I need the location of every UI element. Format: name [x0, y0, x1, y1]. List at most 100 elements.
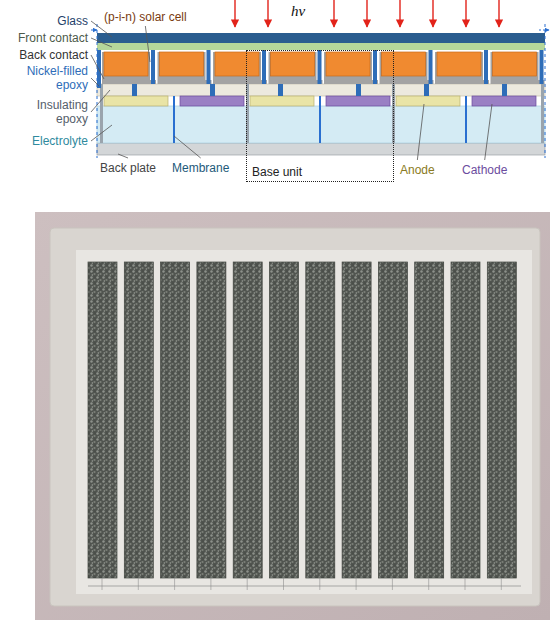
- light-arrow: [465, 0, 466, 27]
- wire: [210, 578, 211, 590]
- wire: [356, 578, 357, 590]
- leader-line: [417, 104, 424, 160]
- device-photo: [35, 212, 550, 620]
- back-contact: [213, 52, 261, 80]
- back-contact: [324, 52, 372, 80]
- leader-line: [485, 104, 492, 160]
- electrode-strip: [161, 262, 190, 578]
- part-label: (p-i-n) solar cell: [104, 10, 187, 24]
- anode: [250, 96, 314, 106]
- electrode-strip: [451, 262, 480, 578]
- back-contact: [269, 52, 317, 80]
- period-line: [545, 24, 546, 158]
- glass: [97, 33, 545, 43]
- electrode-strip: [306, 262, 335, 578]
- box-label: Base unit: [252, 165, 302, 179]
- nickel-via: [132, 84, 137, 96]
- period-arrow: [539, 30, 549, 31]
- back-contact: [435, 80, 489, 84]
- back-contact: [491, 80, 545, 84]
- back-contact: [380, 52, 428, 80]
- leader-line: [145, 26, 150, 62]
- back-contact: [102, 80, 156, 84]
- leader-line: [91, 90, 110, 112]
- leader-line: [91, 55, 104, 79]
- solar-cell: [382, 52, 426, 76]
- wire: [174, 578, 175, 590]
- back-contact: [158, 52, 206, 80]
- solar-cell: [215, 52, 259, 76]
- layer-label: Front contact: [8, 31, 88, 45]
- electrode-strip: [378, 262, 407, 578]
- nickel-filled-epoxy: [262, 50, 266, 84]
- nickel-via: [424, 84, 429, 96]
- back-contact: [102, 52, 150, 80]
- light-arrow: [333, 0, 334, 27]
- electrode-strip: [342, 262, 371, 578]
- unit-wall: [541, 84, 544, 143]
- epoxy-frame: [50, 228, 540, 606]
- layer-label: Glass: [8, 14, 88, 28]
- wire: [392, 578, 393, 590]
- period-line: [97, 24, 98, 158]
- nickel-filled-epoxy: [429, 50, 433, 84]
- light-arrow: [267, 0, 268, 27]
- part-label: Cathode: [462, 163, 507, 177]
- layer-label: Electrolyte: [8, 134, 88, 148]
- layer-label: Insulating epoxy: [8, 98, 88, 126]
- cathode: [180, 96, 244, 106]
- electrode-strip: [124, 262, 153, 578]
- anode: [396, 96, 460, 106]
- nickel-filled-epoxy: [540, 50, 544, 84]
- part-label: Back plate: [100, 161, 156, 175]
- text-holder: Base unit: [252, 165, 302, 179]
- solar-cell: [271, 52, 315, 76]
- leader-line: [91, 125, 112, 141]
- light-arrow: [432, 0, 433, 27]
- part-label: Membrane: [172, 161, 229, 175]
- light-arrow: [366, 0, 367, 27]
- anode: [104, 96, 168, 106]
- front-contact: [97, 43, 545, 50]
- back-contact: [158, 80, 212, 84]
- solar-cell: [160, 52, 204, 76]
- photo-background: [35, 212, 550, 620]
- electrode-strip: [415, 262, 444, 578]
- light-symbol: hν: [291, 3, 305, 20]
- solar-cell: [326, 52, 370, 76]
- cross-section: [91, 0, 549, 158]
- membrane: [465, 96, 467, 143]
- solar-cell: [437, 52, 481, 76]
- insulating-epoxy: [97, 84, 545, 96]
- nickel-via: [278, 84, 283, 96]
- cathode: [326, 96, 390, 106]
- layer-label: Back contact: [8, 48, 88, 62]
- nickel-filled-epoxy: [151, 50, 155, 84]
- leader-line: [174, 136, 201, 158]
- back-contact: [435, 52, 483, 80]
- wire: [138, 578, 139, 590]
- back-plate: [97, 143, 545, 155]
- nickel-via: [356, 84, 361, 96]
- back-contact: [213, 80, 267, 84]
- membrane: [319, 96, 321, 143]
- leader-lines: [91, 21, 492, 160]
- wire: [319, 578, 320, 590]
- nickel-filled-epoxy: [318, 50, 322, 84]
- back-contact: [269, 80, 323, 84]
- wire: [102, 578, 103, 590]
- leader-line: [91, 38, 112, 47]
- nickel-filled-epoxy: [373, 50, 377, 84]
- period-arrow: [91, 30, 97, 31]
- back-contact: [324, 80, 378, 84]
- nickel-filled-epoxy: [207, 50, 211, 84]
- electrode-strip: [197, 262, 226, 578]
- cathode: [472, 96, 536, 106]
- wire: [501, 578, 502, 590]
- wire: [247, 578, 248, 590]
- nickel-via: [502, 84, 507, 96]
- part-label: Anode: [400, 163, 435, 177]
- back-contact: [491, 52, 539, 80]
- membrane: [173, 96, 175, 143]
